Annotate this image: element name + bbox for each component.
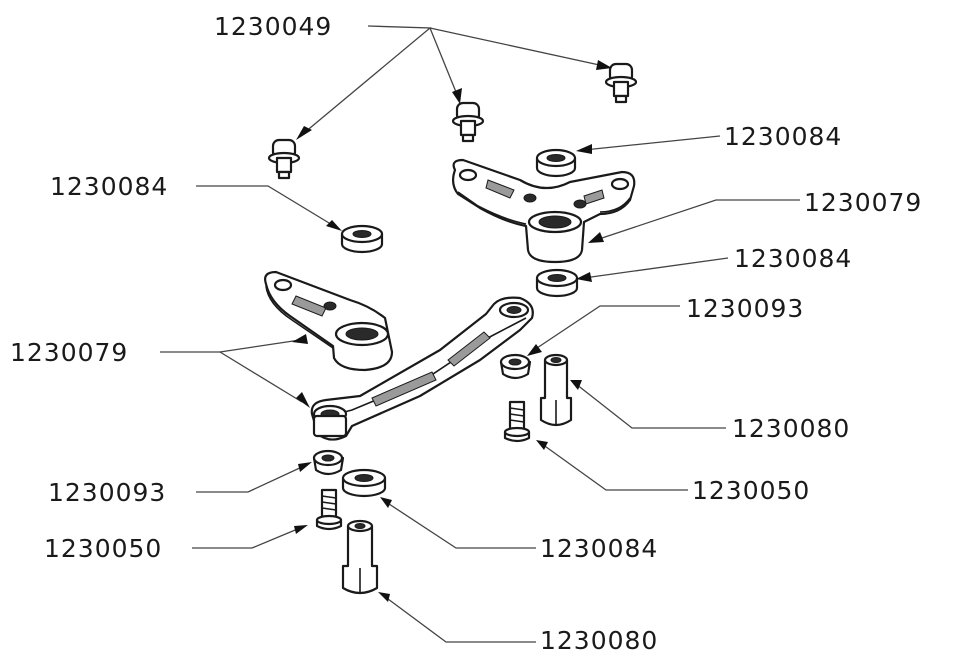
callout-label-nut-left: 1230093 (48, 478, 167, 507)
leader-pin-middle (429, 27, 459, 98)
leader-pin-right (429, 27, 605, 67)
nut-right-shape (499, 353, 532, 380)
leader-pin-left (303, 25, 432, 134)
ball-stud-middle (451, 101, 485, 143)
callout-label-spacer-mid-right: 1230084 (734, 244, 853, 273)
callout-label-screw-right: 1230050 (692, 476, 811, 505)
callout-label-nut-right: 1230093 (686, 294, 805, 323)
leader-screw-left (192, 527, 301, 549)
callout-label-spacer-bottom: 1230084 (540, 534, 659, 563)
leader-arm-left-2 (219, 351, 303, 403)
callout-label-pin: 1230049 (214, 12, 333, 41)
leader-arm-left (160, 339, 301, 353)
callout-label-arm-left: 1230079 (10, 338, 129, 367)
leader-spacer-bottom (385, 501, 536, 549)
leader-screw-right (541, 443, 688, 491)
leader-nut-left (196, 465, 305, 493)
nut-left-shape (312, 449, 345, 476)
leader-post-bottom (383, 595, 536, 643)
callout-label-spacer-top-right: 1230084 (724, 122, 843, 151)
ball-stud-right (604, 62, 638, 104)
ball-stud-left (267, 138, 301, 180)
leader-spacer-top-right (583, 135, 721, 151)
callout-label-spacer-left: 1230084 (50, 172, 169, 201)
spacer-bottom-shape (341, 468, 387, 498)
spacer-left-shape (340, 224, 384, 254)
callout-label-screw-left: 1230050 (44, 534, 163, 563)
callout-label-arm-top: 1230079 (804, 188, 923, 217)
arm-top-shape (451, 158, 636, 264)
callout-label-post-right: 1230080 (732, 414, 851, 443)
post-bottom-shape (341, 519, 379, 595)
leader-spacer-left (196, 185, 335, 227)
leader-arm-top (595, 199, 800, 241)
leader-lines (160, 25, 800, 643)
leader-nut-right (533, 305, 680, 351)
leader-spacer-mid-right (583, 257, 729, 279)
screw-right-shape (503, 400, 531, 443)
callout-label-post-bottom: 1230080 (540, 626, 659, 655)
spacer-mid-right-shape (535, 268, 579, 298)
spacer-top-right-shape (535, 148, 577, 178)
arm-left-shape (264, 270, 394, 372)
screw-left-shape (315, 488, 343, 531)
steering-link-shape (310, 296, 534, 441)
post-right-shape (539, 353, 573, 427)
leader-post-right (575, 383, 726, 429)
arrowheads (292, 60, 612, 602)
